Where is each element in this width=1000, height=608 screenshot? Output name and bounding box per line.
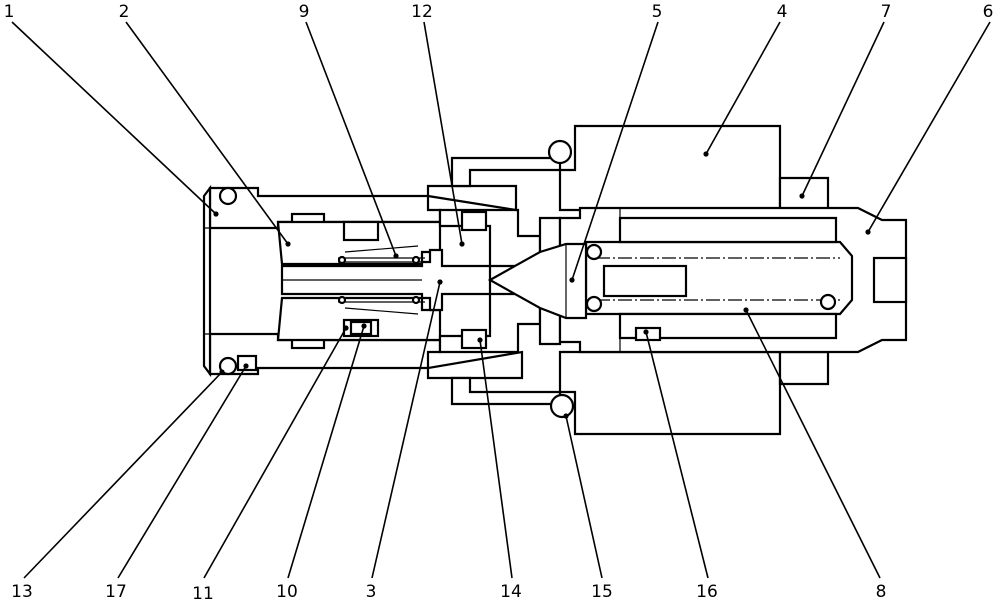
label-3: 3 xyxy=(366,582,377,602)
label-17: 17 xyxy=(105,582,127,602)
label-12: 12 xyxy=(411,2,433,22)
label-4: 4 xyxy=(777,2,788,22)
leader-lines xyxy=(11,21,991,579)
label-9: 9 xyxy=(299,2,310,22)
lock-nut xyxy=(778,176,830,386)
label-14: 14 xyxy=(500,582,522,602)
leader-dots xyxy=(213,151,871,419)
label-5: 5 xyxy=(652,2,663,22)
poppet xyxy=(487,242,588,320)
o-rings xyxy=(218,139,575,419)
label-10: 10 xyxy=(276,582,298,602)
label-16: 16 xyxy=(696,582,718,602)
label-2: 2 xyxy=(119,2,130,22)
spring-guide xyxy=(584,216,854,342)
part-labels: 1 2 9 12 5 4 7 6 13 17 11 10 3 14 15 16 … xyxy=(4,2,994,604)
label-6: 6 xyxy=(983,2,994,22)
label-7: 7 xyxy=(881,2,892,22)
spring-9 xyxy=(337,245,425,315)
label-1: 1 xyxy=(4,2,15,22)
label-15: 15 xyxy=(591,582,613,602)
right-body xyxy=(538,124,782,436)
label-11: 11 xyxy=(192,584,214,604)
label-13: 13 xyxy=(11,582,33,602)
label-8: 8 xyxy=(876,582,887,602)
inner-core xyxy=(276,220,442,342)
